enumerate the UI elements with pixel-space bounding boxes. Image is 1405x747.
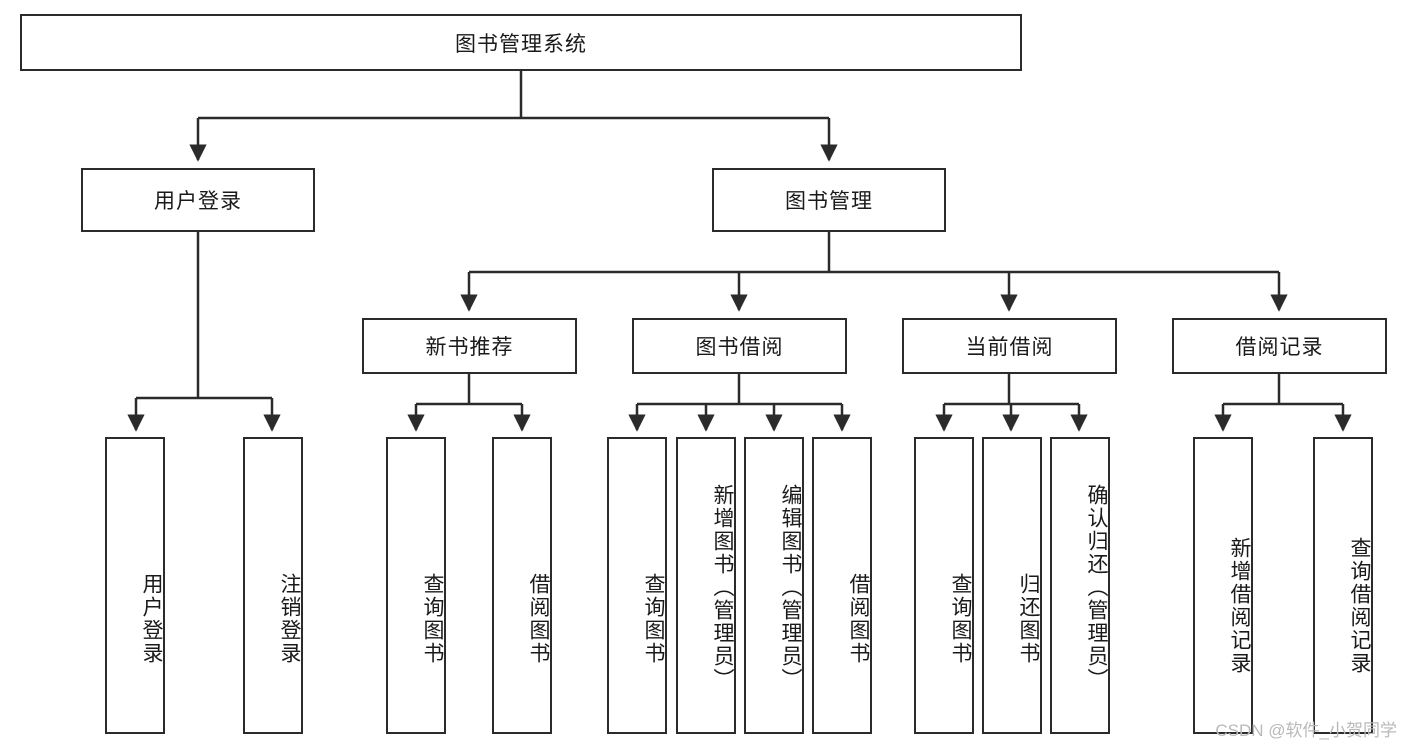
leaf-borrow-borrow-book[interactable]: 借阅图书 [812, 437, 872, 734]
leaf-borrow-edit-book-admin[interactable]: 编辑图书（管理员） [744, 437, 804, 734]
leaf-user-login-login[interactable]: 用户登录 [105, 437, 165, 734]
leaf-recommend-borrow-book[interactable]: 借阅图书 [492, 437, 552, 734]
node-book-management[interactable]: 图书管理 [712, 168, 946, 232]
leaf-current-confirm-return-admin[interactable]: 确认归还（管理员） [1050, 437, 1110, 734]
leaf-current-return-book[interactable]: 归还图书 [982, 437, 1042, 734]
leaf-recommend-query-book[interactable]: 查询图书 [386, 437, 446, 734]
node-new-book-recommend[interactable]: 新书推荐 [362, 318, 577, 374]
node-root-system[interactable]: 图书管理系统 [20, 14, 1022, 71]
leaf-user-login-logout[interactable]: 注销登录 [243, 437, 303, 734]
node-book-borrow[interactable]: 图书借阅 [632, 318, 847, 374]
leaf-current-query-book[interactable]: 查询图书 [914, 437, 974, 734]
leaf-borrow-query-book[interactable]: 查询图书 [607, 437, 667, 734]
leaf-records-add-record[interactable]: 新增借阅记录 [1193, 437, 1253, 734]
leaf-records-query-record[interactable]: 查询借阅记录 [1313, 437, 1373, 734]
leaf-borrow-add-book-admin[interactable]: 新增图书（管理员） [676, 437, 736, 734]
node-borrow-records[interactable]: 借阅记录 [1172, 318, 1387, 374]
node-user-login[interactable]: 用户登录 [81, 168, 315, 232]
node-current-borrow[interactable]: 当前借阅 [902, 318, 1117, 374]
watermark: CSDN @软件_小贺同学 [1215, 721, 1397, 740]
